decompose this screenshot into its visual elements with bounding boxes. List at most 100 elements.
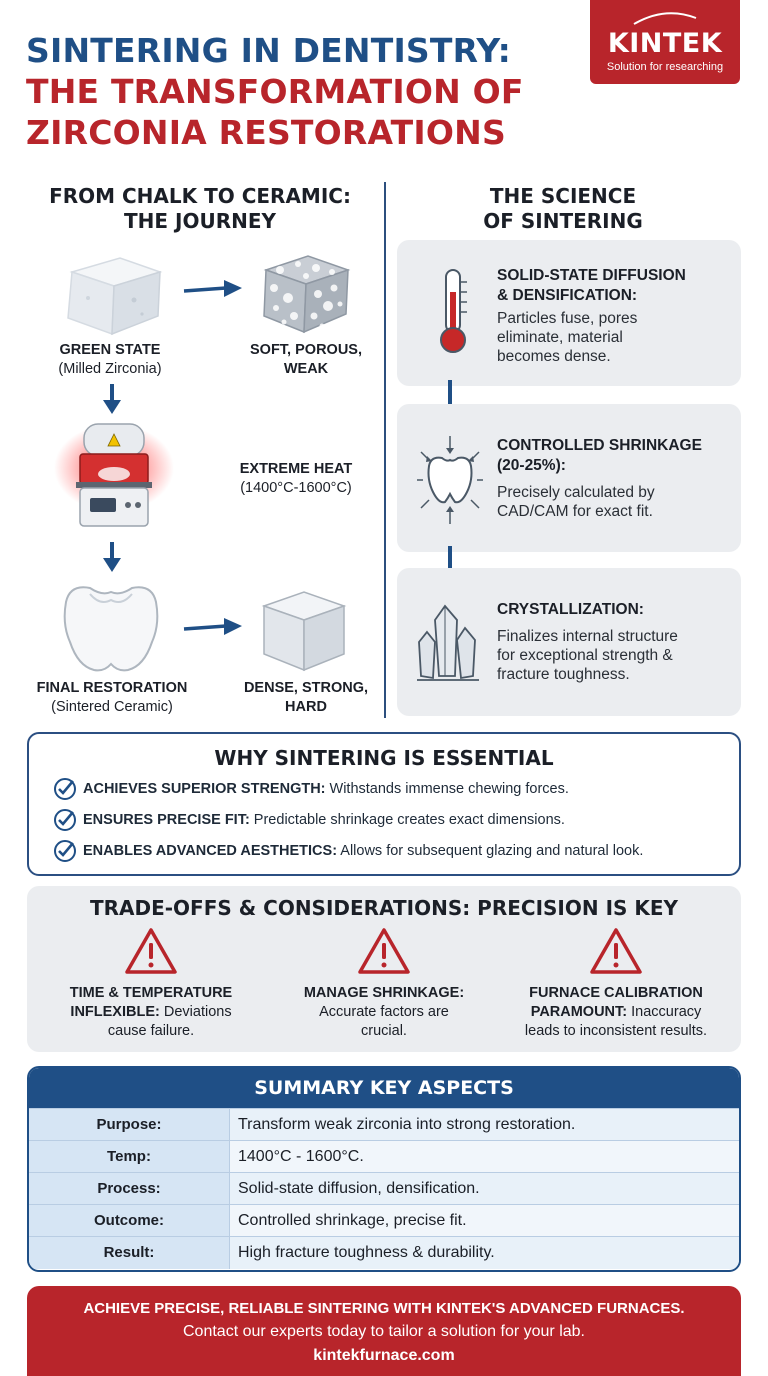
footer-headline: ACHIEVE PRECISE, RELIABLE SINTERING WITH… [83, 1300, 685, 1317]
extreme-heat-range: (1400°C-1600°C) [240, 480, 352, 496]
table-row: Result: High fracture toughness & durabi… [29, 1236, 739, 1269]
dense-strong-line-1: DENSE, STRONG, [243, 680, 369, 696]
warning-icon [358, 928, 410, 974]
green-state-title: GREEN STATE [59, 342, 161, 358]
kintek-logo[interactable]: KINTEK Solution for researching [590, 0, 740, 84]
shrinkage-text-line-1: Precisely calculated by [497, 484, 655, 501]
shrinking-tooth-icon [417, 436, 483, 524]
logo-tagline: Solution for researching [606, 61, 724, 73]
summary-key: Result: [29, 1237, 229, 1269]
tradeoff-item-shrinkage: MANAGE SHRINKAGE: Accurate factors are c… [269, 926, 499, 1041]
warning-icon [590, 928, 642, 974]
tradeoff-text: Deviations [159, 1004, 232, 1020]
journey-title-line-2: THE JOURNEY [124, 209, 276, 233]
shrinkage-description: Precisely calculated by CAD/CAM for exac… [497, 483, 655, 521]
crystallization-text-line-1: Finalizes internal structure [497, 628, 678, 645]
check-circle-icon [54, 840, 76, 862]
tradeoff-text: Accurate factors are [319, 1004, 449, 1020]
crystal-icon [417, 604, 479, 681]
footer-subtext: Contact our experts today to tailor a so… [183, 1323, 585, 1340]
summary-key: Process: [29, 1173, 229, 1205]
table-row: Outcome: Controlled shrinkage, precise f… [29, 1204, 739, 1237]
journey-title: FROM CHALK TO CERAMIC: THE JOURNEY [30, 184, 370, 234]
why-title: WHY SINTERING IS ESSENTIAL [214, 746, 554, 770]
green-state-label: GREEN STATE (Milled Zirconia) [30, 341, 190, 379]
dense-strong-line-2: HARD [285, 699, 327, 715]
journey-title-line-1: FROM CHALK TO CERAMIC: [49, 184, 351, 208]
science-card-shrinkage: CONTROLLED SHRINKAGE (20-25%): Precisely… [397, 404, 741, 552]
diffusion-text-line-3: becomes dense. [497, 348, 611, 365]
summary-key: Outcome: [29, 1205, 229, 1237]
check-circle-icon [54, 778, 76, 800]
tradeoffs-title: TRADE-OFFS & CONSIDERATIONS: PRECISION I… [89, 896, 679, 920]
soft-porous-label: SOFT, POROUS, WEAK [226, 341, 386, 379]
shrinkage-heading: CONTROLLED SHRINKAGE (20-25%): [497, 436, 702, 476]
table-row: Temp: 1400°C - 1600°C. [29, 1140, 739, 1173]
summary-value: Solid-state diffusion, densification. [229, 1173, 739, 1205]
science-card-diffusion: SOLID-STATE DIFFUSION & DENSIFICATION: P… [397, 240, 741, 386]
footer-website-link[interactable]: kintekfurnace.com [313, 1347, 455, 1364]
tradeoff-heading: MANAGE SHRINKAGE: [303, 985, 465, 1001]
shrinkage-text-line-2: CAD/CAM for exact fit. [497, 503, 653, 520]
tradeoff-text: Inaccuracy [627, 1004, 702, 1020]
title-line-3: ZIRCONIA RESTORATIONS [26, 113, 506, 152]
tradeoff-heading: FURNACE CALIBRATION [529, 985, 703, 1001]
tradeoff-text-2: cause failure. [107, 1023, 195, 1039]
science-title-line-1: THE SCIENCE [489, 184, 637, 208]
why-item-text: Withstands immense chewing forces. [325, 781, 569, 797]
why-item-bold: ACHIEVES SUPERIOR STRENGTH: [83, 781, 326, 797]
arrow-right-icon [183, 280, 242, 297]
crystallization-heading-line-1: CRYSTALLIZATION: [497, 601, 644, 618]
summary-key: Temp: [29, 1141, 229, 1173]
arrow-down-icon [103, 384, 121, 414]
final-restoration-subtitle: (Sintered Ceramic) [51, 699, 173, 715]
warning-icon [125, 928, 177, 974]
summary-value: Transform weak zirconia into strong rest… [229, 1109, 739, 1141]
tradeoffs-box: TRADE-OFFS & CONSIDERATIONS: PRECISION I… [27, 886, 741, 1052]
column-divider [384, 182, 386, 718]
tradeoff-heading: TIME & TEMPERATURE [69, 985, 233, 1001]
crystallization-text-line-2: for exceptional strength & [497, 647, 673, 664]
summary-table: SUMMARY KEY ASPECTS Purpose: Transform w… [27, 1066, 741, 1272]
diffusion-heading-line-1: SOLID-STATE DIFFUSION [497, 267, 686, 284]
crystallization-description: Finalizes internal structure for excepti… [497, 627, 678, 684]
green-state-subtitle: (Milled Zirconia) [58, 361, 162, 377]
title-line-2: THE TRANSFORMATION OF [26, 72, 524, 111]
summary-key: Purpose: [29, 1109, 229, 1141]
why-item-text: Predictable shrinkage creates exact dime… [249, 812, 565, 828]
why-item-text: Allows for subsequent glazing and natura… [337, 843, 644, 859]
soft-porous-line-1: SOFT, POROUS, [250, 342, 362, 358]
science-card-crystallization: CRYSTALLIZATION: Finalizes internal stru… [397, 568, 741, 716]
diffusion-text-line-1: Particles fuse, pores [497, 310, 638, 327]
final-restoration-label: FINAL RESTORATION (Sintered Ceramic) [22, 679, 202, 717]
why-sintering-box: WHY SINTERING IS ESSENTIAL ACHIEVES SUPE… [27, 732, 741, 876]
extreme-heat-label: EXTREME HEAT (1400°C-1600°C) [216, 460, 376, 498]
thermometer-icon [440, 269, 467, 353]
diffusion-text-line-2: eliminate, material [497, 329, 623, 346]
tradeoff-text-2: crucial. [361, 1023, 407, 1039]
arrow-down-icon [103, 542, 121, 572]
shrinkage-heading-line-1: CONTROLLED SHRINKAGE [497, 437, 702, 454]
diffusion-heading-line-2: & DENSIFICATION: [497, 287, 638, 304]
tradeoff-heading-2: PARAMOUNT: [530, 1004, 628, 1020]
diffusion-description: Particles fuse, pores eliminate, materia… [497, 309, 637, 366]
logo-swoosh-icon [633, 12, 697, 25]
porous-block-icon [263, 255, 351, 334]
arrow-right-icon [183, 618, 242, 635]
crystallization-heading: CRYSTALLIZATION: [497, 600, 644, 620]
soft-porous-line-2: WEAK [283, 361, 329, 377]
tradeoff-text-2: leads to inconsistent results. [524, 1023, 708, 1039]
tradeoff-item-calibration: FURNACE CALIBRATION PARAMOUNT: Inaccurac… [501, 926, 731, 1041]
diffusion-heading: SOLID-STATE DIFFUSION & DENSIFICATION: [497, 266, 686, 306]
summary-value: High fracture toughness & durability. [229, 1237, 739, 1269]
science-title: THE SCIENCE OF SINTERING [398, 184, 728, 234]
tooth-crown-icon [63, 586, 159, 672]
science-title-line-2: OF SINTERING [483, 209, 643, 233]
summary-value: Controlled shrinkage, precise fit. [229, 1205, 739, 1237]
dense-cube-icon [261, 591, 347, 672]
table-row: Process: Solid-state diffusion, densific… [29, 1172, 739, 1205]
table-row: Purpose: Transform weak zirconia into st… [29, 1108, 739, 1141]
final-restoration-title: FINAL RESTORATION [36, 680, 188, 696]
why-item-bold: ENABLES ADVANCED AESTHETICS: [83, 843, 338, 859]
tradeoff-heading-2: INFLEXIBLE: [70, 1004, 160, 1020]
